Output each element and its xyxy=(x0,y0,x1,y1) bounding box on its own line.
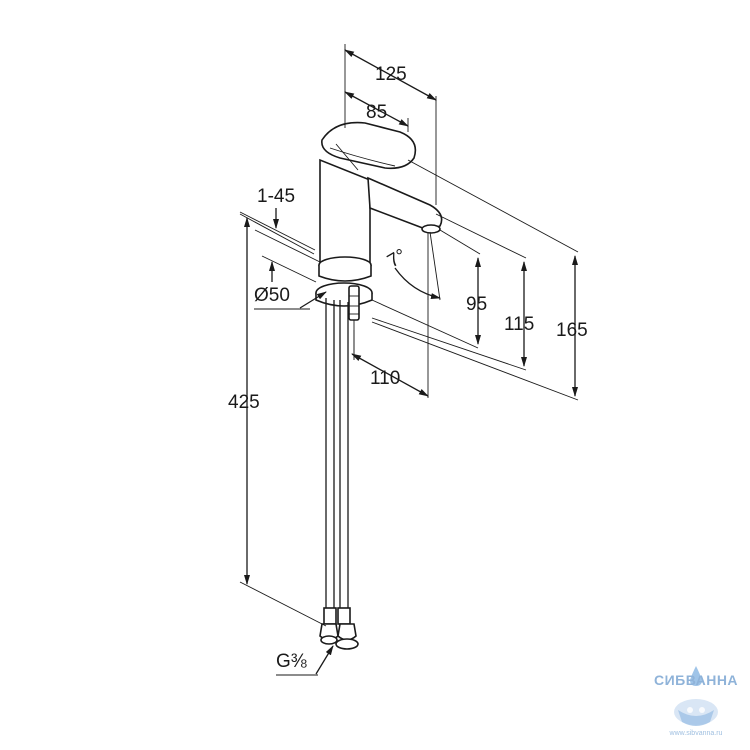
dim-7-degree-label: 7° xyxy=(384,245,410,272)
dim-165-label: 165 xyxy=(556,320,588,341)
dim-125-label: 125 xyxy=(375,64,407,85)
watermark-brand: СИБВАННА xyxy=(653,672,739,688)
faucet-body xyxy=(315,121,443,360)
dim-1-45-label: 1-45 xyxy=(257,186,295,207)
watermark-url: www.sibvanna.ru xyxy=(669,730,723,737)
dimension-110: 110 xyxy=(351,296,429,398)
dimension-g38: G⅜ xyxy=(276,645,334,676)
dim-d50-label: Ø50 xyxy=(254,285,290,306)
bathtub-drop-logo-icon xyxy=(674,666,718,726)
dim-115-label: 115 xyxy=(504,314,534,335)
supply-hoses xyxy=(319,298,359,650)
dim-425-label: 425 xyxy=(228,392,260,413)
dimension-7-degree: 7° xyxy=(384,231,441,301)
dimension-125: 125 xyxy=(344,44,437,205)
dimension-85: 85 xyxy=(344,91,409,132)
dimension-heights: 95 115 165 xyxy=(371,159,588,401)
dimension-425: 425 xyxy=(228,213,327,627)
dim-g38-label: G⅜ xyxy=(276,651,307,672)
brand-watermark: СИБВАННА www.sibvanna.ru xyxy=(648,664,744,744)
dimension-d50: Ø50 xyxy=(254,255,327,310)
dimension-1-45: 1-45 xyxy=(239,186,321,263)
dim-85-label: 85 xyxy=(366,102,387,123)
dim-110-label: 110 xyxy=(370,368,400,389)
dim-95-label: 95 xyxy=(466,294,487,315)
